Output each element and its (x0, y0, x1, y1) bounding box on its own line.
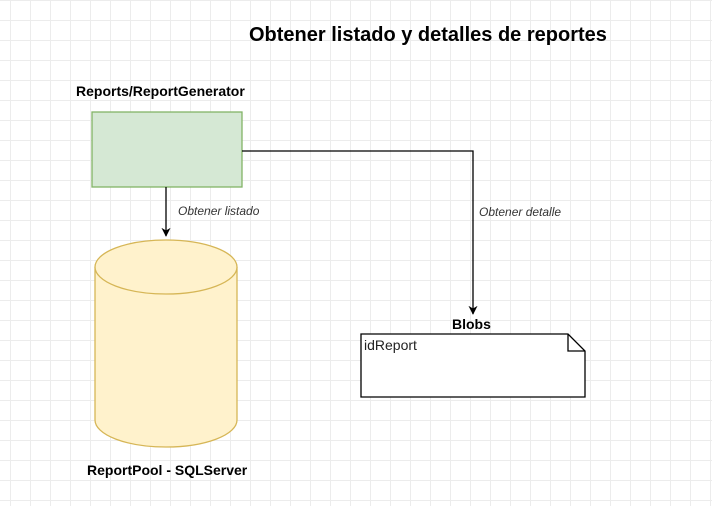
blobs-label: Blobs (452, 316, 491, 332)
report-pool-database[interactable] (94, 239, 238, 448)
report-pool-cylinder-top (94, 239, 238, 295)
report-pool-label: ReportPool - SQLServer (87, 462, 248, 478)
report-generator-label: Reports/ReportGenerator (76, 83, 245, 99)
edge-label-obtener-listado: Obtener listado (178, 204, 260, 218)
edge-obtener-detalle[interactable] (242, 150, 478, 315)
blobs-note-text: idReport (364, 337, 417, 353)
report-generator-box[interactable] (91, 111, 243, 188)
blobs-note-fold (567, 334, 585, 352)
blobs-note[interactable] (360, 333, 586, 398)
report-pool-cylinder-body (94, 267, 238, 448)
diagram-title: Obtener listado y detalles de reportes (249, 24, 607, 46)
edge-label-obtener-detalle: Obtener detalle (479, 205, 562, 219)
